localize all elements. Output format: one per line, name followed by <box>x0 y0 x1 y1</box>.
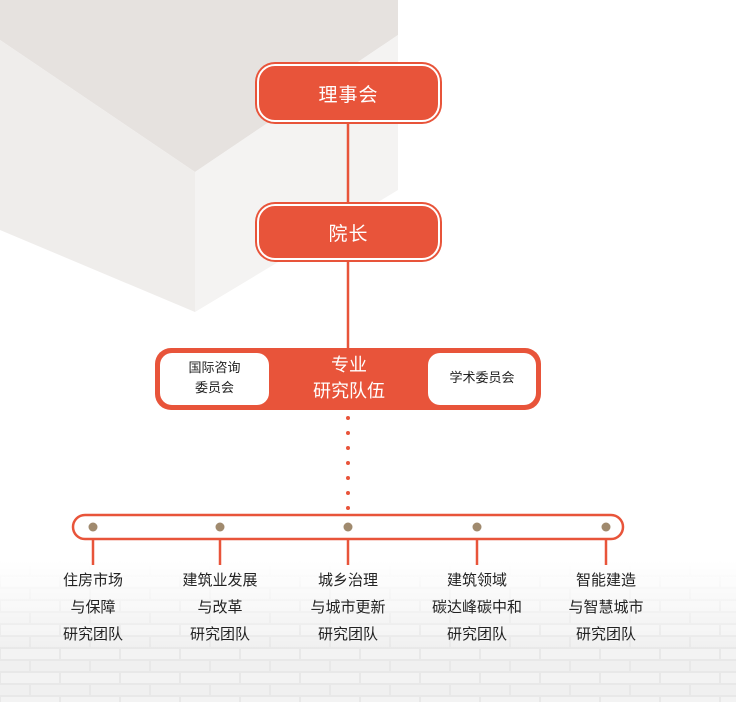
team-dot <box>215 522 225 532</box>
team-carbon: 建筑领域碳达峰碳中和研究团队 <box>431 571 522 643</box>
president-label: 院长 <box>328 222 369 245</box>
team-construction-industry: 建筑业发展与改革研究团队 <box>182 571 258 643</box>
academic-committee: 学术委员会 <box>428 353 536 405</box>
board-label: 理事会 <box>318 83 379 106</box>
president-node: 院长 <box>257 204 440 260</box>
team-dot <box>88 522 98 532</box>
team-smart-construction: 智能建造与智慧城市研究团队 <box>568 571 644 643</box>
team-dot <box>472 522 482 532</box>
team-dot <box>601 522 611 532</box>
team-dot <box>343 522 353 532</box>
intl-advisory-committee: 国际咨询 委员会 <box>160 353 269 405</box>
team-urban-governance: 城乡治理与城市更新研究团队 <box>310 571 386 643</box>
center-label: 专业 研究队伍 <box>313 355 385 402</box>
team-housing: 住房市场与保障研究团队 <box>62 571 123 643</box>
board-node: 理事会 <box>257 64 440 122</box>
dotted-connector <box>346 416 350 510</box>
